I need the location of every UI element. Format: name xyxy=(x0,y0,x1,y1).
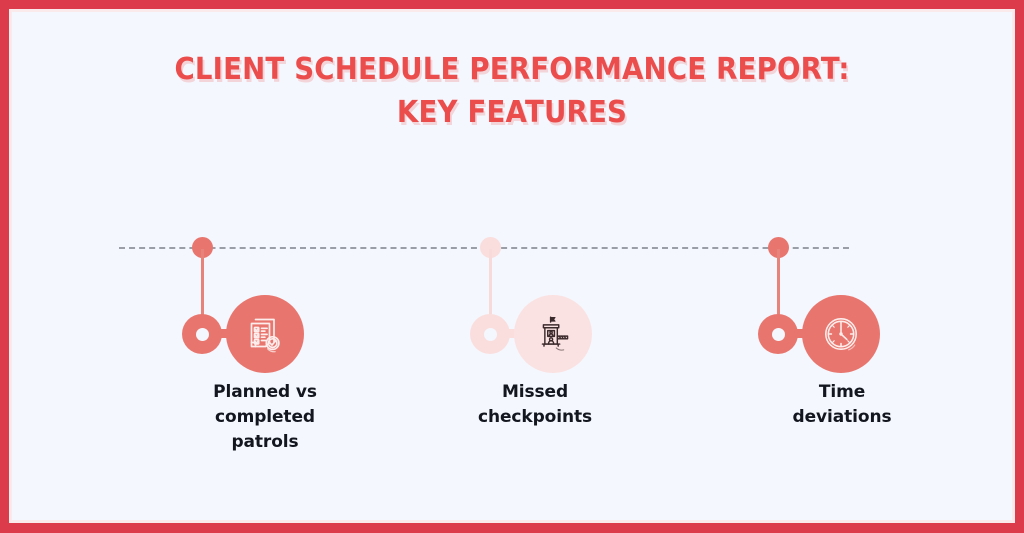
feature-timeline: Planned vs completed patrols xyxy=(9,9,1015,523)
rail-dot xyxy=(192,237,213,258)
node-caption-line-2: checkpoints xyxy=(477,407,592,427)
poster-canvas: CLIENT SCHEDULE PERFORMANCE REPORT: KEY … xyxy=(9,9,1015,523)
node-icon-disc[interactable] xyxy=(226,295,304,373)
node-ring-hole xyxy=(771,327,785,341)
node-stem xyxy=(777,249,780,315)
node-ring-connector xyxy=(758,314,798,354)
node-caption-line-3: patrols xyxy=(231,432,299,452)
node-caption-line-2: completed xyxy=(215,407,315,427)
node-ring-connector xyxy=(470,314,510,354)
node-caption-line-2: deviations xyxy=(792,407,892,427)
rail-dot xyxy=(768,237,789,258)
page-title-line-1: CLIENT SCHEDULE PERFORMANCE REPORT: xyxy=(174,52,850,87)
node-stem xyxy=(489,249,492,315)
checklist-clipboard-icon xyxy=(241,310,289,358)
node-ring-connector xyxy=(182,314,222,354)
page-title: CLIENT SCHEDULE PERFORMANCE REPORT: KEY … xyxy=(9,48,1015,134)
node-caption-line-1: Time xyxy=(818,382,866,402)
rail-dot xyxy=(480,237,501,258)
guard-booth-checkpoint-icon xyxy=(530,311,576,357)
page-title-line-2: KEY FEATURES xyxy=(396,95,628,130)
node-icon-disc[interactable] xyxy=(514,295,592,373)
node-caption-line-1: Missed xyxy=(501,382,569,402)
node-caption: Planned vs completed patrols xyxy=(155,380,375,455)
clock-icon xyxy=(816,309,866,359)
node-caption: Time deviations xyxy=(732,380,952,430)
node-caption-line-1: Planned vs xyxy=(213,382,317,402)
node-stem xyxy=(201,249,204,315)
node-caption: Missed checkpoints xyxy=(425,380,645,430)
node-icon-disc[interactable] xyxy=(802,295,880,373)
node-ring-hole xyxy=(483,327,497,341)
node-ring-hole xyxy=(195,327,209,341)
